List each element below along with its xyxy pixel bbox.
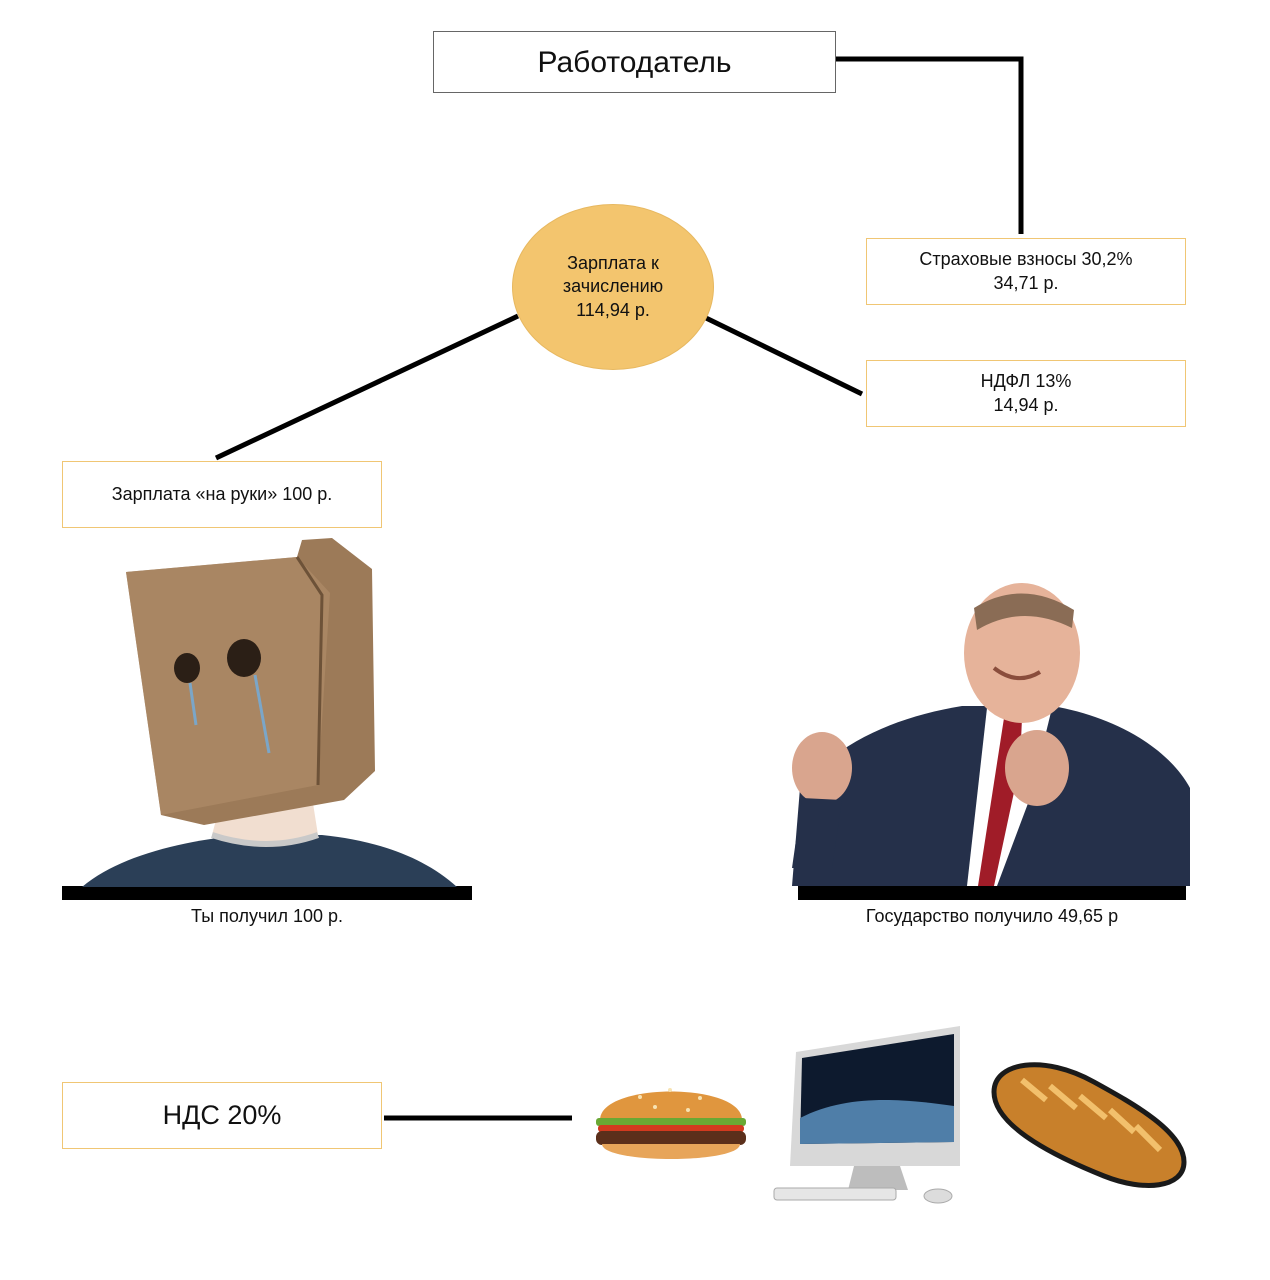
bread-loaf-icon [991, 1062, 1187, 1188]
you-baseline-bar [62, 886, 472, 900]
vat-label: НДС 20% [162, 1099, 282, 1130]
net-salary-box: Зарплата «на руки» 100 р. [62, 461, 382, 528]
you-received-caption: Ты получил 100 р. [191, 906, 343, 926]
state-received-caption: Государство получило 49,65 р [865, 906, 1119, 926]
ndfl-box: НДФЛ 13% 14,94 р. [866, 360, 1186, 427]
paper-bag-person-icon [82, 538, 457, 887]
ndfl-rate: НДФЛ 13% [980, 371, 1072, 392]
cheering-man-icon [792, 583, 1190, 886]
vat-box: НДС 20% [62, 1082, 382, 1149]
state-baseline-bar [798, 886, 1186, 900]
gross-salary-amount: 114,94 р. [576, 299, 650, 320]
employer-box: Работодатель [433, 31, 836, 93]
burger-icon [596, 1088, 746, 1159]
gross-to-net-line [214, 313, 520, 461]
employer-label: Работодатель [537, 45, 732, 79]
insurance-box: Страховые взносы 30,2% 34,71 р. [866, 238, 1186, 305]
gross-salary-ellipse: Зарплата к зачислению 114,94 р. [512, 204, 714, 370]
computer-monitor-icon [773, 1026, 960, 1204]
net-salary-label: Зарплата «на руки» 100 р. [111, 483, 333, 504]
gross-salary-line1: Зарплата к [567, 252, 659, 273]
insurance-rate: Страховые взносы 30,2% [919, 249, 1133, 270]
ndfl-amount: 14,94 р. [993, 394, 1059, 415]
employer-to-insurance-line [836, 56, 1024, 234]
gross-salary-line2: зачислению [562, 276, 664, 297]
insurance-amount: 34,71 р. [993, 272, 1059, 293]
gross-to-ndfl-line [704, 315, 864, 397]
